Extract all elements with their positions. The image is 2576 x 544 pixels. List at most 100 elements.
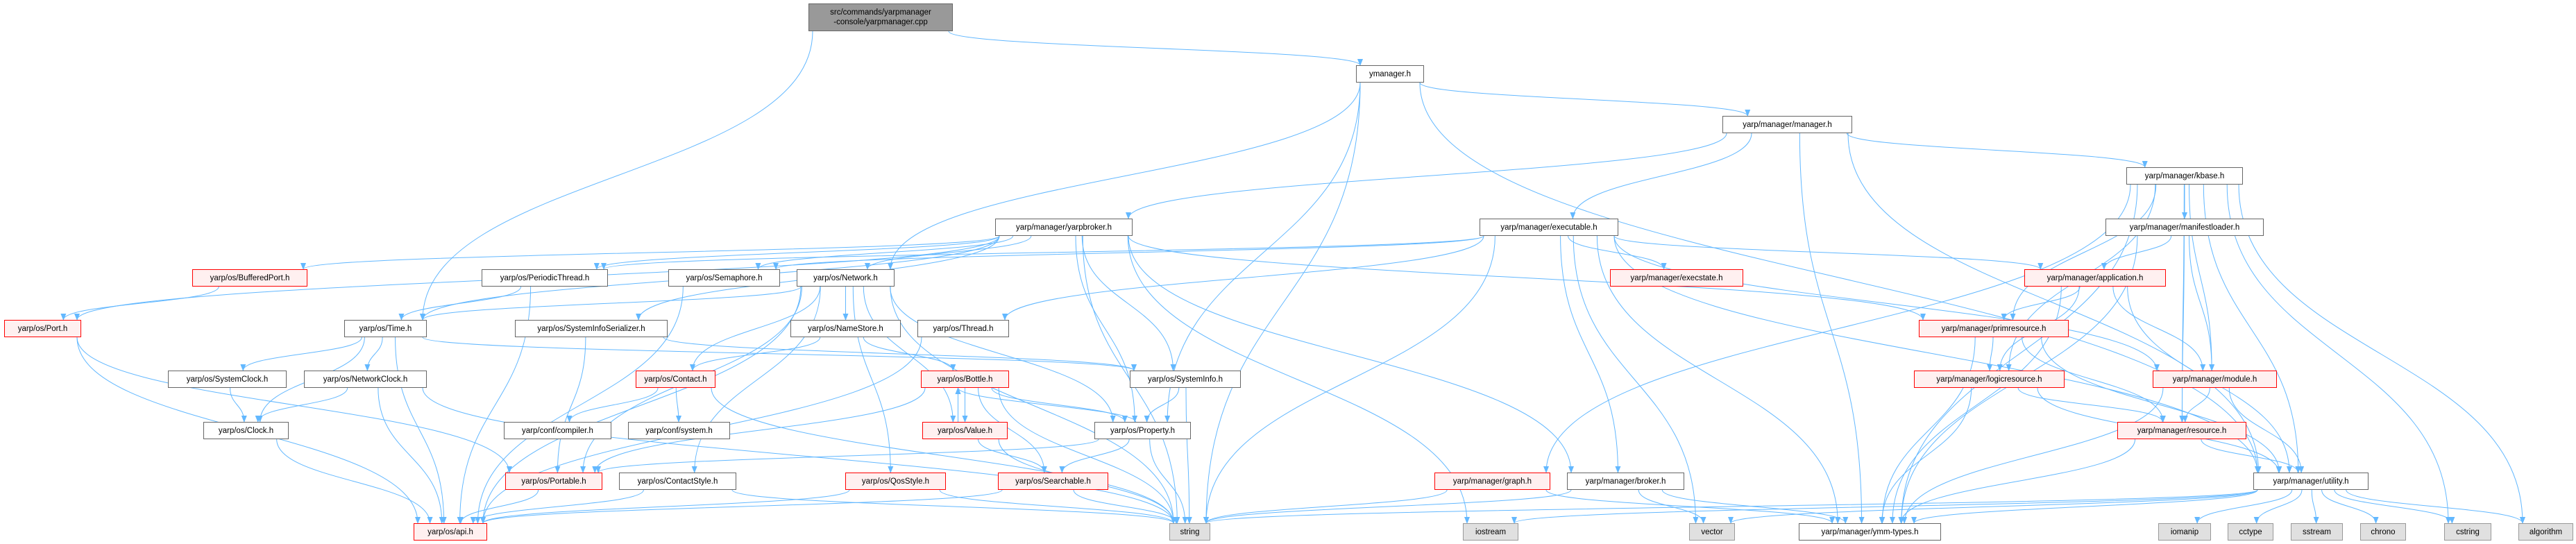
edge-contact-to-string bbox=[711, 387, 1176, 524]
edge-utility-to-iostream bbox=[1511, 489, 2258, 524]
edge-resource-to-ymmtypes bbox=[1898, 439, 2136, 524]
graph-node-application[interactable]: yarp/manager/application.h bbox=[2024, 269, 2166, 287]
edge-sysinfoser-to-systeminfo bbox=[663, 337, 1137, 371]
edge-namestore-to-bottle bbox=[863, 337, 956, 371]
graph-node-contact[interactable]: yarp/os/Contact.h bbox=[636, 371, 715, 388]
edge-application-to-module bbox=[2112, 286, 2206, 371]
graph-node-chrono[interactable]: chrono bbox=[2360, 523, 2406, 541]
graph-node-property[interactable]: yarp/os/Property.h bbox=[1094, 422, 1191, 439]
graph-node-string[interactable]: string bbox=[1169, 523, 1210, 541]
graph-node-sysinfoser[interactable]: yarp/os/SystemInfoSerializer.h bbox=[515, 320, 668, 337]
graph-node-thread[interactable]: yarp/os/Thread.h bbox=[917, 320, 1009, 337]
edge-property-to-searchable bbox=[1059, 439, 1130, 473]
graph-node-ymanager[interactable]: ymanager.h bbox=[1356, 65, 1424, 83]
edge-executable-to-broker bbox=[1560, 235, 1621, 473]
graph-node-ymmtypes[interactable]: yarp/manager/ymm-types.h bbox=[1799, 523, 1941, 541]
graph-node-time[interactable]: yarp/os/Time.h bbox=[344, 320, 427, 337]
graph-node-namestore[interactable]: yarp/os/NameStore.h bbox=[790, 320, 901, 337]
graph-node-broker[interactable]: yarp/manager/broker.h bbox=[1567, 473, 1684, 490]
graph-node-semaphore[interactable]: yarp/os/Semaphore.h bbox=[668, 269, 780, 287]
edge-executable-to-ymmtypes bbox=[1596, 235, 1841, 524]
graph-node-bottle[interactable]: yarp/os/Bottle.h bbox=[921, 371, 1009, 388]
graph-node-manifestloader[interactable]: yarp/manager/manifestloader.h bbox=[2105, 219, 2264, 236]
edge-network-to-property bbox=[890, 286, 1116, 423]
graph-node-qosstyle[interactable]: yarp/os/QosStyle.h bbox=[845, 473, 946, 490]
edge-value-to-searchable bbox=[978, 439, 1047, 473]
graph-node-logicresource[interactable]: yarp/manager/logicresource.h bbox=[1914, 371, 2065, 388]
edge-yarpbroker-to-bufferedport bbox=[300, 235, 1000, 270]
edge-semaphore-to-api bbox=[475, 286, 684, 524]
edge-periodicthread-to-time bbox=[398, 286, 522, 321]
graph-node-execstate[interactable]: yarp/manager/execstate.h bbox=[1610, 269, 1743, 287]
graph-node-graph[interactable]: yarp/manager/graph.h bbox=[1434, 473, 1550, 490]
edge-yarpbroker-to-iostream bbox=[1127, 235, 1470, 524]
graph-node-systemclock[interactable]: yarp/os/SystemClock.h bbox=[168, 371, 287, 388]
root-label-line1: src/commands/yarpmanager bbox=[830, 8, 931, 17]
edge-time-to-systeminfo bbox=[422, 337, 1137, 371]
edge-manager-to-kbase bbox=[1846, 133, 2148, 168]
graph-node-portable[interactable]: yarp/os/Portable.h bbox=[505, 473, 602, 490]
edge-root-to-time bbox=[420, 31, 813, 321]
edge-executable-to-semaphore bbox=[773, 235, 1484, 270]
edge-module-to-resource bbox=[2182, 387, 2210, 423]
graph-node-sstream[interactable]: sstream bbox=[2291, 523, 2343, 541]
graph-node-contactstyle[interactable]: yarp/os/ContactStyle.h bbox=[619, 473, 736, 490]
edge-systeminfo-to-string bbox=[1185, 387, 1192, 524]
edge-graph-to-string bbox=[1203, 489, 1448, 524]
graph-node-systeminfo[interactable]: yarp/os/SystemInfo.h bbox=[1130, 371, 1241, 388]
edge-utility-to-ymmtypes bbox=[1911, 489, 2258, 524]
graph-node-bufferedport[interactable]: yarp/os/BufferedPort.h bbox=[192, 269, 307, 287]
graph-node-module[interactable]: yarp/manager/module.h bbox=[2153, 371, 2277, 388]
edge-primresource-to-logicresource bbox=[1987, 337, 1994, 371]
edge-manager-to-yarpbroker bbox=[1126, 133, 1727, 219]
edge-root-to-ymanager bbox=[948, 31, 1363, 66]
root-label-line2: -console/yarpmanager.cpp bbox=[833, 18, 928, 26]
edge-manager-to-executable bbox=[1570, 133, 1752, 219]
edge-contact-to-compiler bbox=[566, 387, 659, 423]
edge-primresource-to-utility bbox=[2041, 337, 2282, 473]
graph-node-iomanip[interactable]: iomanip bbox=[2158, 523, 2211, 541]
edge-utility-to-vector bbox=[1728, 489, 2258, 524]
graph-node-yarpbroker[interactable]: yarp/manager/yarpbroker.h bbox=[995, 219, 1133, 236]
graph-node-vector[interactable]: vector bbox=[1689, 523, 1735, 541]
graph-node-api[interactable]: yarp/os/api.h bbox=[414, 523, 487, 541]
edge-networkclock-to-string bbox=[422, 387, 1176, 524]
edge-kbase-to-module bbox=[2189, 184, 2215, 371]
graph-node-manager[interactable]: yarp/manager/manager.h bbox=[1722, 116, 1852, 133]
graph-node-resource[interactable]: yarp/manager/resource.h bbox=[2117, 422, 2246, 439]
edge-kbase-to-primresource bbox=[2010, 184, 2157, 321]
graph-node-system[interactable]: yarp/conf/system.h bbox=[628, 422, 730, 439]
edge-manifestloader-to-resource bbox=[2179, 235, 2185, 423]
graph-node-executable[interactable]: yarp/manager/executable.h bbox=[1480, 219, 1618, 236]
edge-utility-to-cstring bbox=[2334, 489, 2455, 524]
edge-bottle-to-searchable bbox=[978, 387, 1047, 473]
edge-bottle-to-property bbox=[991, 387, 1128, 423]
edge-yarpbroker-to-primresource bbox=[1128, 235, 1926, 321]
edge-property-to-string bbox=[1149, 439, 1188, 524]
graph-node-port[interactable]: yarp/os/Port.h bbox=[4, 320, 81, 337]
edge-systemclock-to-clock bbox=[230, 387, 247, 423]
graph-node-value[interactable]: yarp/os/Value.h bbox=[922, 422, 1008, 439]
graph-node-clock[interactable]: yarp/os/Clock.h bbox=[203, 422, 289, 439]
edge-qosstyle-to-string bbox=[939, 489, 1176, 524]
graph-node-cctype[interactable]: cctype bbox=[2228, 523, 2273, 541]
graph-node-utility[interactable]: yarp/manager/utility.h bbox=[2253, 473, 2369, 490]
graph-node-searchable[interactable]: yarp/os/Searchable.h bbox=[998, 473, 1108, 490]
graph-node-root-file[interactable]: src/commands/yarpmanager -console/yarpma… bbox=[808, 3, 953, 31]
graph-node-iostream[interactable]: iostream bbox=[1463, 523, 1518, 541]
graph-node-cstring[interactable]: cstring bbox=[2444, 523, 2491, 541]
edge-module-to-ymmtypes bbox=[1901, 387, 2164, 524]
graph-node-algorithm[interactable]: algorithm bbox=[2518, 523, 2573, 541]
graph-node-primresource[interactable]: yarp/manager/primresource.h bbox=[1919, 320, 2069, 337]
graph-node-kbase[interactable]: yarp/manager/kbase.h bbox=[2126, 167, 2243, 185]
edge-utility-to-algorithm bbox=[2346, 489, 2525, 524]
edge-yarpbroker-to-network bbox=[865, 235, 1032, 270]
graph-node-network[interactable]: yarp/os/Network.h bbox=[797, 269, 895, 287]
edge-broker-to-string bbox=[1203, 489, 1572, 524]
graph-node-networkclock[interactable]: yarp/os/NetworkClock.h bbox=[304, 371, 427, 388]
edge-network-to-contact bbox=[690, 286, 821, 371]
graph-node-compiler[interactable]: yarp/conf/compiler.h bbox=[504, 422, 611, 439]
graph-node-periodicthread[interactable]: yarp/os/PeriodicThread.h bbox=[482, 269, 608, 287]
